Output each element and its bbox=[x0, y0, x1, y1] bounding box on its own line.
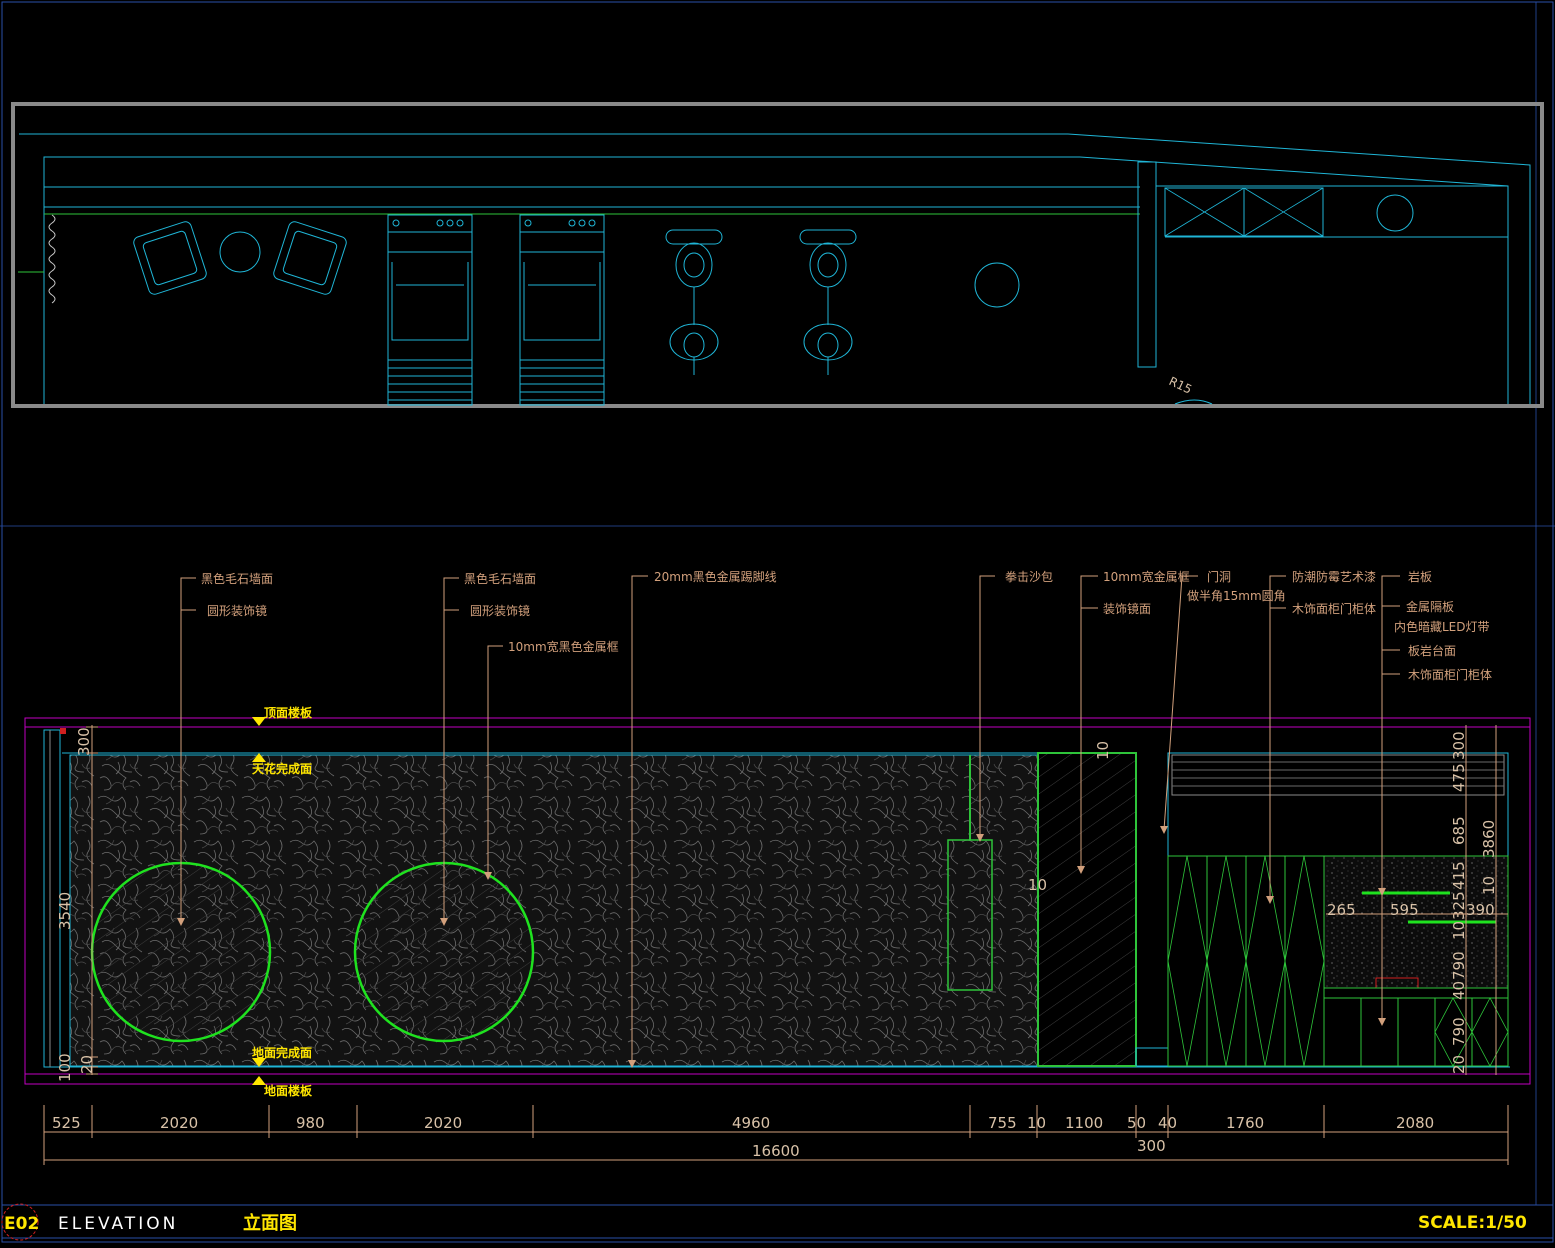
plan-view: R15 bbox=[11, 102, 1544, 408]
dim-bottom-1100: 1100 bbox=[1065, 1114, 1103, 1132]
callout-leaders bbox=[180, 575, 1400, 1064]
dim-bottom-40: 40 bbox=[1158, 1114, 1177, 1132]
bottom-dimension-lines bbox=[43, 1105, 1509, 1165]
dim-right-10a: 10 bbox=[1480, 876, 1498, 895]
dim-total-16600: 16600 bbox=[752, 1142, 800, 1160]
dim-shelf-390: 390 bbox=[1466, 901, 1495, 919]
dim-bottom-755: 755 bbox=[988, 1114, 1017, 1132]
dim-bottom-525: 525 bbox=[52, 1114, 81, 1132]
dim-left-300: 300 bbox=[75, 727, 93, 756]
dim-right-10b: 10 bbox=[1450, 921, 1468, 940]
dim-right-40: 40 bbox=[1450, 981, 1468, 1000]
dim-right-325: 325 bbox=[1450, 891, 1468, 920]
callout-round-mirror-2: 圆形装饰镜 bbox=[470, 603, 530, 618]
callout-stone-wall-2: 黑色毛石墙面 bbox=[464, 572, 536, 586]
callout-mirror-frame: 10mm宽金属框 bbox=[1103, 569, 1190, 584]
callout-door-opening: 门洞 bbox=[1207, 569, 1231, 584]
callout-stone-wall-1: 黑色毛石墙面 bbox=[201, 572, 273, 586]
dim-bottom-4960: 4960 bbox=[732, 1114, 770, 1132]
dim-bottom-10: 10 bbox=[1027, 1114, 1046, 1132]
dim-right-20: 20 bbox=[1450, 1055, 1468, 1074]
dim-right-790b: 790 bbox=[1450, 1017, 1468, 1046]
treadmill-icon bbox=[387, 214, 473, 406]
punching-bag bbox=[947, 839, 993, 991]
callout-wood-cabinet: 木饰面柜门柜体 bbox=[1408, 667, 1492, 682]
left-dimension-lines bbox=[86, 725, 98, 1075]
dim-bottom-2080: 2080 bbox=[1396, 1114, 1434, 1132]
plan-radius-label: R15 bbox=[1167, 374, 1194, 397]
dim-shelf-265: 265 bbox=[1327, 901, 1356, 919]
drawing-code: E02 bbox=[4, 1214, 39, 1234]
dim-left-100: 100 bbox=[56, 1053, 74, 1082]
elevation-view: 顶面楼板 天花完成面 地面完成面 地面楼板 bbox=[24, 569, 1531, 1165]
armchair-icon bbox=[273, 221, 347, 295]
exercise-bike-icon bbox=[799, 229, 857, 375]
level-ceiling-finish-label: 天花完成面 bbox=[252, 761, 312, 776]
treadmill-icon bbox=[519, 214, 605, 406]
dim-right-685: 685 bbox=[1450, 816, 1468, 845]
callout-boxing-bag: 拳击沙包 bbox=[1005, 569, 1053, 584]
callout-mirror: 装饰镜面 bbox=[1103, 601, 1151, 616]
exercise-bike-icon bbox=[665, 229, 723, 375]
dim-left-20: 20 bbox=[78, 1055, 96, 1074]
dim-right-475: 475 bbox=[1450, 763, 1468, 792]
armchair-icon bbox=[133, 221, 207, 295]
drawing-title-cn: 立面图 bbox=[243, 1212, 297, 1234]
dim-mirror-10-top: 10 bbox=[1094, 741, 1112, 760]
drawing-title-en: ELEVATION bbox=[58, 1214, 178, 1234]
callout-art-paint: 防潮防霉艺术漆 bbox=[1292, 569, 1376, 584]
callout-slate: 岩板 bbox=[1408, 569, 1432, 584]
level-marker-floor-finish: 地面完成面 bbox=[252, 1045, 312, 1067]
dim-right-300: 300 bbox=[1450, 731, 1468, 760]
dim-right-3860: 3860 bbox=[1480, 820, 1498, 858]
decorative-mirror-panel bbox=[1037, 752, 1137, 1067]
callout-cabinet: 木饰面柜门柜体 bbox=[1292, 601, 1376, 616]
right-dimension-lines bbox=[1465, 725, 1497, 1075]
level-marker-floor-slab: 地面楼板 bbox=[252, 1076, 313, 1098]
callout-round-mirror-1: 圆形装饰镜 bbox=[207, 603, 267, 618]
wood-cabinet-doors bbox=[1167, 855, 1325, 1067]
drawing-scale: SCALE:1/50 bbox=[1418, 1213, 1527, 1233]
level-marker-ceiling-slab: 顶面楼板 bbox=[252, 705, 313, 726]
dim-mirror-10-side: 10 bbox=[1028, 876, 1047, 894]
title-block: E02 ELEVATION 立面图 SCALE:1/50 bbox=[1, 1203, 1527, 1241]
dim-bottom-1760: 1760 bbox=[1226, 1114, 1264, 1132]
dim-shelf-595: 595 bbox=[1390, 901, 1419, 919]
level-floor-slab-label: 地面楼板 bbox=[264, 1083, 313, 1098]
callout-arrowheads bbox=[177, 826, 1386, 1068]
callout-door-radius: 做半角15mm圆角 bbox=[1187, 588, 1286, 603]
dim-bottom-980: 980 bbox=[296, 1114, 325, 1132]
callout-led-strip: 内色暗藏LED灯带 bbox=[1394, 619, 1490, 634]
dim-right-790a: 790 bbox=[1450, 951, 1468, 980]
dim-bottom-50: 50 bbox=[1127, 1114, 1146, 1132]
callout-slate-top: 板岩台面 bbox=[1408, 643, 1456, 658]
dim-bottom-2020b: 2020 bbox=[424, 1114, 462, 1132]
dim-bottom-2020a: 2020 bbox=[160, 1114, 198, 1132]
dim-left-3540: 3540 bbox=[56, 892, 74, 930]
level-ceiling-slab-label: 顶面楼板 bbox=[264, 705, 313, 720]
dim-right-415: 415 bbox=[1450, 861, 1468, 890]
callout-skirting: 20mm黑色金属踢脚线 bbox=[654, 569, 777, 584]
level-marker-ceiling-finish: 天花完成面 bbox=[252, 753, 312, 776]
level-floor-finish-label: 地面完成面 bbox=[252, 1045, 312, 1060]
callout-metal-frame: 10mm宽黑色金属框 bbox=[508, 639, 619, 654]
callout-metal-shelf: 金属隔板 bbox=[1406, 599, 1454, 614]
dim-sub-300: 300 bbox=[1137, 1137, 1166, 1155]
